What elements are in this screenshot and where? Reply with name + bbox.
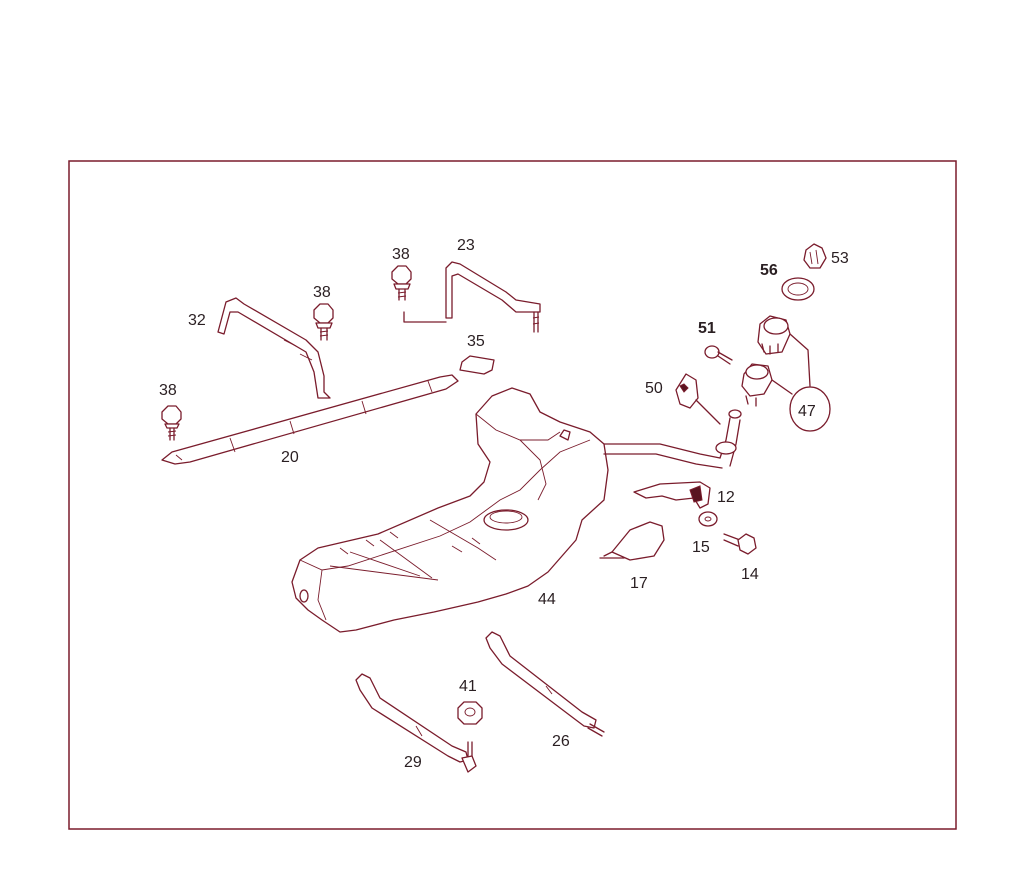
part-filler-pipe [603, 409, 742, 469]
label-50: 50 [645, 380, 663, 397]
part-14-bolt [723, 533, 757, 555]
label-23: 23 [457, 237, 475, 254]
part-44-fuel-tank [291, 387, 609, 633]
part-38-bolt-left [161, 405, 182, 441]
part-17-cable-tie [599, 521, 665, 561]
label-38-middle: 38 [313, 284, 331, 301]
part-32-bracket [217, 297, 331, 399]
label-56: 56 [760, 262, 778, 279]
callout-labels: 23 38 38 32 35 38 20 56 53 51 50 47 12 1… [159, 237, 849, 771]
part-56-ring [781, 277, 815, 301]
part-51-screw [704, 345, 733, 365]
label-12: 12 [717, 489, 735, 506]
label-32: 32 [188, 312, 206, 329]
part-41-nut [457, 701, 483, 725]
part-26-strap [485, 631, 605, 737]
part-20-strap [161, 374, 459, 465]
part-53-cap [803, 243, 827, 269]
part-15-washer [698, 511, 718, 527]
label-38-top: 38 [392, 246, 410, 263]
part-12-shield [633, 481, 711, 509]
label-20: 20 [281, 449, 299, 466]
part-29-strap [355, 673, 477, 773]
label-14: 14 [741, 566, 759, 583]
label-29: 29 [404, 754, 422, 771]
label-53: 53 [831, 250, 849, 267]
label-51: 51 [698, 320, 716, 337]
label-47: 47 [798, 403, 816, 420]
label-35: 35 [467, 333, 485, 350]
label-15: 15 [692, 539, 710, 556]
label-17: 17 [630, 575, 648, 592]
part-38-bolt-middle [313, 303, 334, 341]
part-38-bolt-top [391, 265, 412, 301]
part-47-filler-neck [741, 315, 831, 432]
diagram-frame [68, 160, 957, 830]
part-50-clip [675, 373, 721, 425]
label-38-left: 38 [159, 382, 177, 399]
part-35-pad [459, 355, 495, 375]
part-23-bracket [403, 261, 541, 333]
label-41: 41 [459, 678, 477, 695]
label-44: 44 [538, 591, 556, 608]
label-26: 26 [552, 733, 570, 750]
